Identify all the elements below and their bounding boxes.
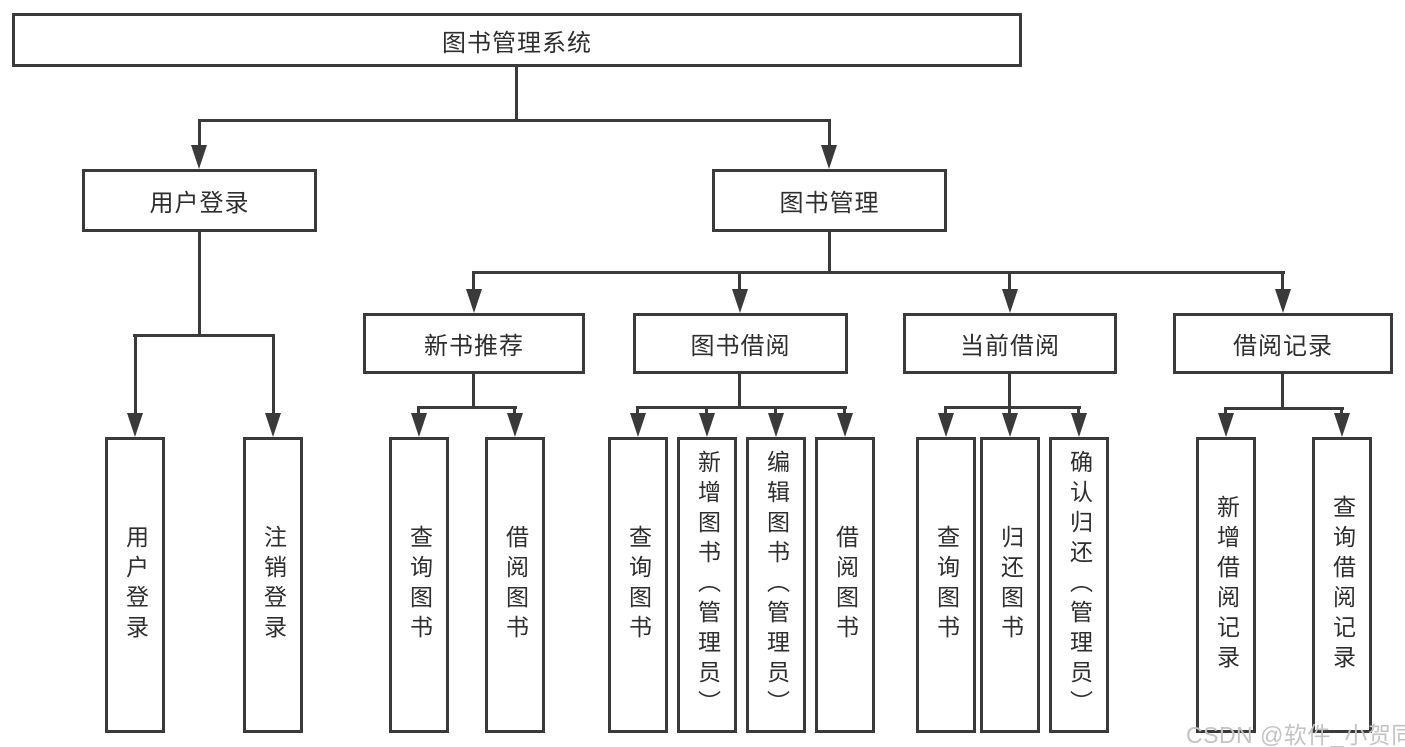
connector-newbook-rail <box>417 406 517 409</box>
connector-login-stem <box>198 232 201 335</box>
connector-drop <box>1340 407 1343 415</box>
node-current-borrow: 当前借阅 <box>903 313 1117 374</box>
connector-drop-new-book <box>472 271 475 291</box>
node-user-login: 用户登录 <box>82 169 317 232</box>
connector-drop <box>513 406 516 415</box>
connector-bookborrow-rail <box>636 406 847 409</box>
connector-drop-leaf-user-login <box>134 334 137 415</box>
leaf-edit-book-admin: 编辑图书（管理员） <box>746 437 806 733</box>
connector-drop <box>705 406 708 415</box>
connector-drop <box>843 406 846 415</box>
arrowhead-book-borrow-icon <box>732 289 748 313</box>
connector-root-stem <box>515 67 518 119</box>
arrowhead-icon <box>699 413 715 437</box>
leaf-query-books-recommend: 查询图书 <box>389 437 449 733</box>
connector-drop <box>774 406 777 415</box>
arrowhead-icon <box>411 413 427 437</box>
arrowhead-management-icon <box>821 145 837 169</box>
node-book-borrow: 图书借阅 <box>633 313 848 374</box>
node-root-system: 图书管理系统 <box>12 13 1022 67</box>
arrowhead-icon <box>1071 413 1087 437</box>
connector-currentborrow-stem <box>1008 374 1011 407</box>
connector-management-stem <box>828 232 831 272</box>
connector-drop-management <box>828 119 831 147</box>
connector-login-rail <box>133 334 275 337</box>
connector-records-rail <box>1224 407 1344 410</box>
leaf-add-borrow-record: 新增借阅记录 <box>1196 437 1256 733</box>
connector-management-rail <box>472 271 1285 274</box>
arrowhead-icon <box>768 413 784 437</box>
leaf-query-books-borrow: 查询图书 <box>608 437 668 733</box>
connector-drop-borrow-records <box>1281 271 1284 291</box>
arrowhead-icon <box>507 413 523 437</box>
leaf-logout: 注销登录 <box>243 437 303 733</box>
arrowhead-icon <box>1218 413 1234 437</box>
csdn-watermark: CSDN @软件_小贺同学 <box>1186 722 1405 747</box>
connector-drop-current-borrow <box>1008 271 1011 291</box>
leaf-user-login: 用户登录 <box>105 437 165 733</box>
node-new-book-recommend: 新书推荐 <box>363 313 585 374</box>
leaf-query-borrow-record: 查询借阅记录 <box>1312 437 1372 733</box>
arrowhead-icon <box>630 413 646 437</box>
connector-bookborrow-stem <box>738 374 741 407</box>
connector-drop <box>1077 406 1080 415</box>
connector-drop-leaf-logout <box>272 334 275 415</box>
arrowhead-leaf-user-login-icon <box>127 413 143 437</box>
node-book-management: 图书管理 <box>712 169 947 232</box>
arrowhead-new-book-icon <box>466 289 482 313</box>
connector-drop <box>1224 407 1227 415</box>
connector-drop <box>417 406 420 415</box>
leaf-confirm-return-admin: 确认归还（管理员） <box>1049 437 1109 733</box>
connector-drop-login <box>198 119 201 147</box>
leaf-borrow-books-recommend: 借阅图书 <box>485 437 545 733</box>
arrowhead-icon <box>938 413 954 437</box>
connector-drop-book-borrow <box>738 271 741 291</box>
arrowhead-login-icon <box>191 145 207 169</box>
connector-root-rail <box>198 119 831 122</box>
arrowhead-icon <box>837 413 853 437</box>
leaf-borrow-books: 借阅图书 <box>815 437 875 733</box>
leaf-return-book: 归还图书 <box>980 437 1040 733</box>
connector-newbook-stem <box>472 374 475 407</box>
arrowhead-leaf-logout-icon <box>265 413 281 437</box>
arrowhead-current-borrow-icon <box>1002 289 1018 313</box>
connector-drop <box>1008 406 1011 415</box>
connector-records-stem <box>1281 374 1284 408</box>
leaf-query-books-current: 查询图书 <box>916 437 976 733</box>
connector-drop <box>636 406 639 415</box>
arrowhead-icon <box>1334 413 1350 437</box>
arrowhead-borrow-records-icon <box>1275 289 1291 313</box>
leaf-add-book-admin: 新增图书（管理员） <box>677 437 737 733</box>
connector-currentborrow-rail <box>944 406 1081 409</box>
connector-drop <box>944 406 947 415</box>
arrowhead-icon <box>1002 413 1018 437</box>
node-borrow-records: 借阅记录 <box>1173 313 1393 374</box>
